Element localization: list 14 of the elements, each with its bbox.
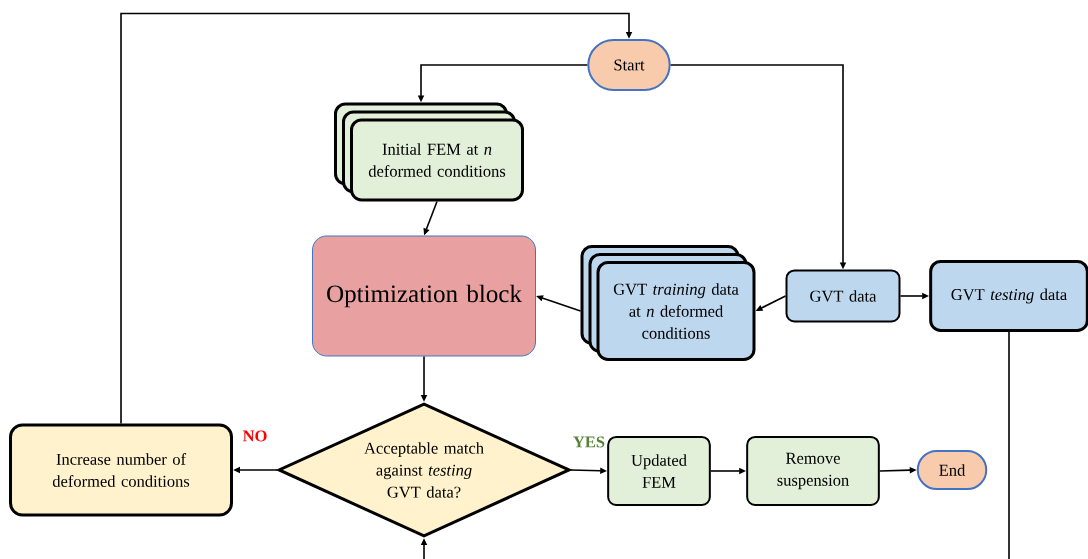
process-box: Optimization block — [312, 235, 536, 357]
start-terminal: Start — [587, 39, 671, 91]
process-box: Updated FEM — [607, 436, 711, 506]
edge-label: NO — [242, 430, 267, 442]
stacked-data-box: GVT training data at n deformed conditions — [580, 245, 756, 361]
end-terminal: End — [916, 450, 988, 490]
edge-label: YES — [573, 436, 605, 448]
stacked-process-box: Initial FEM at n deformed conditions — [334, 102, 524, 202]
data-box: GVT data — [785, 269, 901, 323]
data-box: GVT testing data — [929, 260, 1088, 332]
arrow — [420, 331, 1010, 559]
process-box: Remove suspension — [746, 436, 880, 506]
process-box: Increase number of deformed conditions — [9, 423, 233, 517]
arrow — [120, 12, 633, 425]
